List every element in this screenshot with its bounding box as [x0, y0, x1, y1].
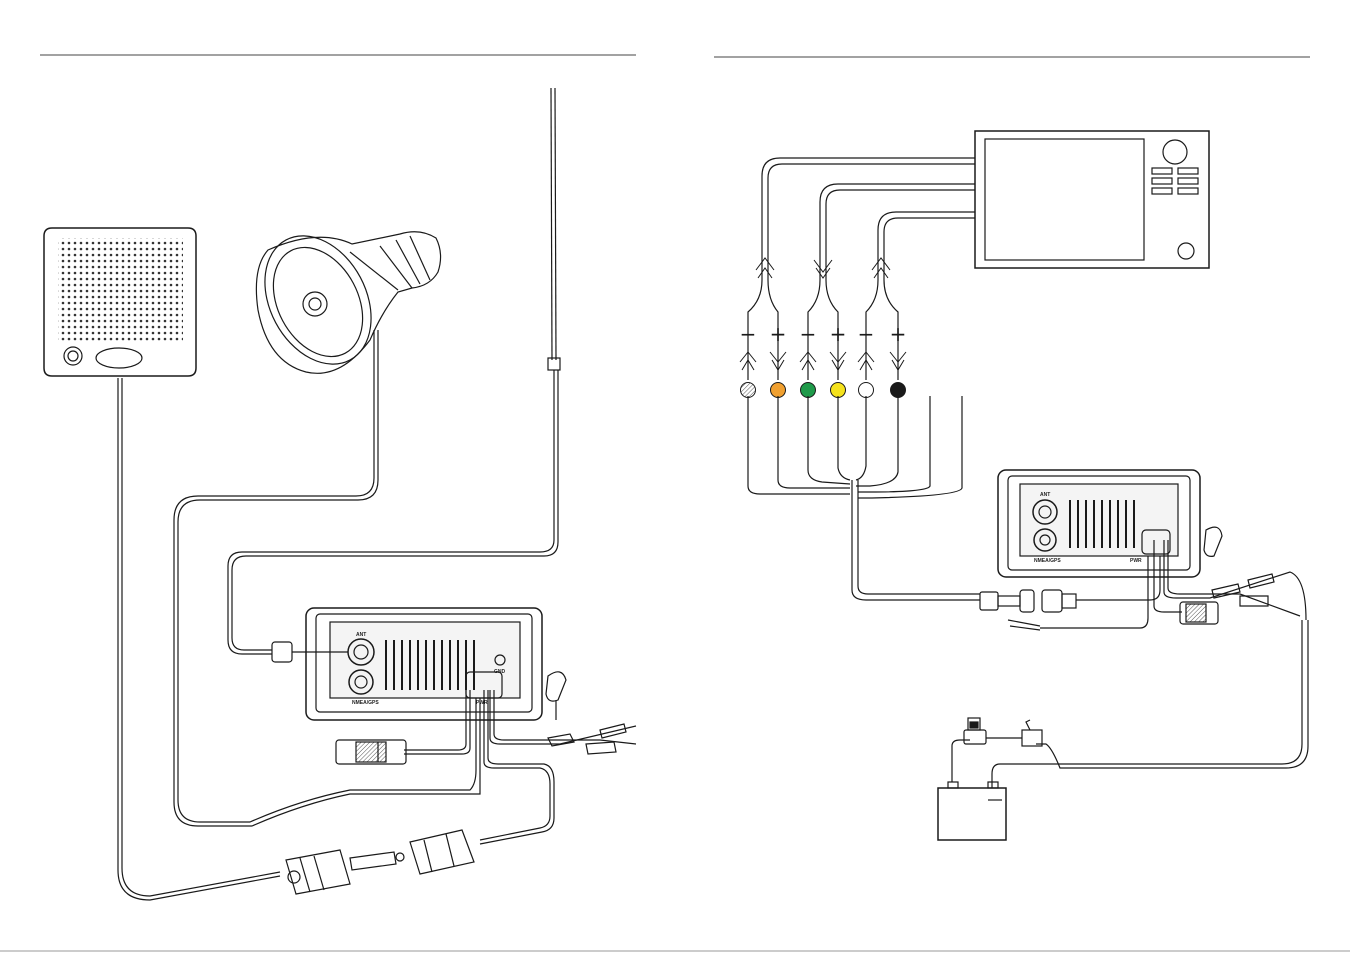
nmea-inline-connectors — [980, 590, 1076, 630]
left-pwr-label: PWR — [476, 700, 488, 706]
left-ant-label: ANT — [356, 632, 366, 638]
antenna-cable — [228, 370, 554, 654]
wire-terminal-3 — [801, 383, 816, 398]
right-nmea-label: NMEA/GPS — [1034, 558, 1061, 564]
left-page: ANT GND NMEA/GPS PWR — [44, 88, 636, 900]
polarity-label-3: − — [800, 322, 817, 346]
chart-plotter — [975, 131, 1209, 268]
left-gnd-label: GND — [494, 669, 506, 675]
vhf-antenna — [548, 88, 560, 370]
direction-arrows — [740, 258, 906, 370]
wire-terminal-4 — [831, 383, 846, 398]
horn-cable — [178, 330, 476, 822]
speaker-knob-icon — [64, 347, 82, 365]
polarity-label-6: + — [890, 322, 907, 346]
ground-lug-icon — [546, 672, 566, 701]
right-page: −+−+−+ — [740, 131, 1308, 840]
wire-terminal-6 — [891, 383, 906, 398]
battery — [938, 782, 1006, 840]
plotter-rotary-knob-icon — [1163, 140, 1187, 164]
polarity-label-1: − — [740, 322, 757, 346]
polarity-label-5: − — [858, 322, 875, 346]
vhf-radio-left — [272, 608, 566, 720]
wire-terminal-1 — [741, 383, 756, 398]
plotter-power-button-icon — [1178, 243, 1194, 259]
external-speaker — [44, 228, 196, 376]
speaker-badge — [96, 348, 142, 368]
horn-driver-icon — [303, 292, 327, 316]
audio-jack-connectors — [286, 830, 474, 894]
terminal-row — [741, 383, 906, 398]
polarity-row: −+−+−+ — [740, 322, 907, 346]
left-nmea-label: NMEA/GPS — [352, 700, 379, 706]
loudhailer-horn — [244, 217, 441, 382]
vhf-radio-right — [998, 470, 1222, 577]
power-lead-fuses — [548, 724, 626, 754]
polarity-label-2: + — [770, 322, 787, 346]
right-pwr-label: PWR — [1130, 558, 1142, 564]
wire-terminal-5 — [859, 383, 874, 398]
right-power-fuses — [1212, 574, 1274, 606]
right-ant-label: ANT — [1040, 492, 1050, 498]
wire-terminal-2 — [771, 383, 786, 398]
polarity-label-4: + — [830, 322, 847, 346]
pl259-plug — [272, 642, 292, 662]
